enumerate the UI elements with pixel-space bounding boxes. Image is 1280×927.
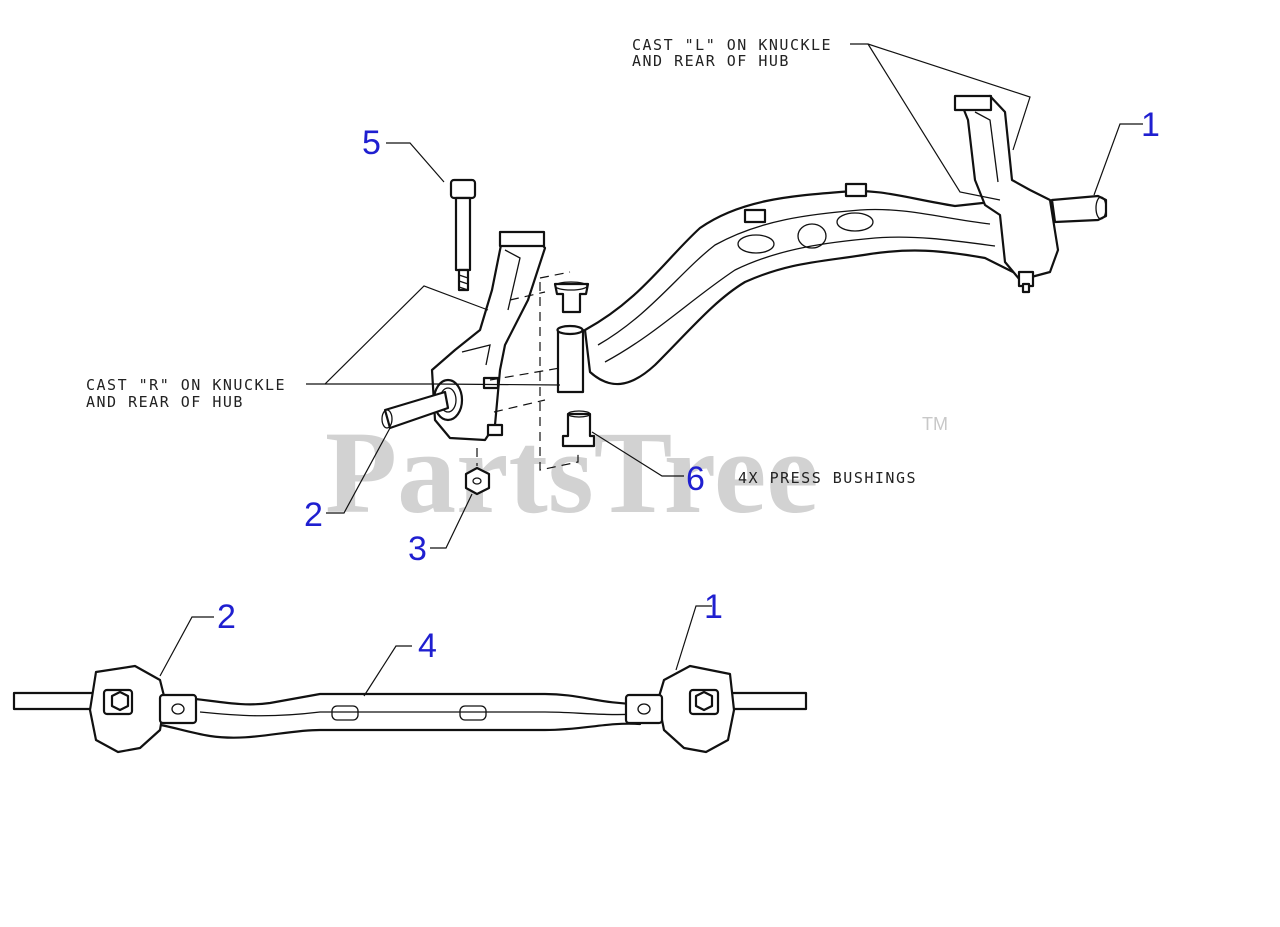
left-knuckle-exploded [381, 230, 547, 442]
note-cast-l-line1: CAST "L" ON KNUCKLE [632, 36, 832, 54]
callout-4: 4 [418, 627, 437, 665]
note-press-bushings: 4X PRESS BUSHINGS [738, 469, 917, 487]
note-cast-l: CAST "L" ON KNUCKLE AND REAR OF HUB [632, 36, 832, 70]
callout-1-bottom: 1 [704, 588, 723, 626]
press-bushings [553, 281, 596, 448]
leader-lines [159, 43, 1143, 697]
note-cast-r-line2: AND REAR OF HUB [86, 393, 244, 411]
callout-5: 5 [362, 124, 381, 162]
note-cast-r: CAST "R" ON KNUCKLE AND REAR OF HUB [86, 376, 286, 411]
callout-1-top: 1 [1141, 106, 1160, 144]
callout-6: 6 [686, 460, 705, 498]
callout-2-top: 2 [304, 496, 323, 534]
callout-2-bottom: 2 [217, 598, 236, 636]
callout-numbers: 1 5 2 6 3 2 4 1 [217, 106, 1160, 665]
callout-3: 3 [408, 530, 427, 568]
watermark-trademark: TM [922, 414, 948, 434]
axle-beam-exploded [583, 94, 1108, 386]
assembly-lines [476, 271, 579, 471]
axle-assembled-front-view [12, 664, 808, 754]
note-cast-r-line1: CAST "R" ON KNUCKLE [86, 376, 286, 394]
hex-nut [464, 466, 491, 496]
pivot-bolt [449, 178, 477, 292]
note-cast-l-line2: AND REAR OF HUB [632, 52, 790, 70]
